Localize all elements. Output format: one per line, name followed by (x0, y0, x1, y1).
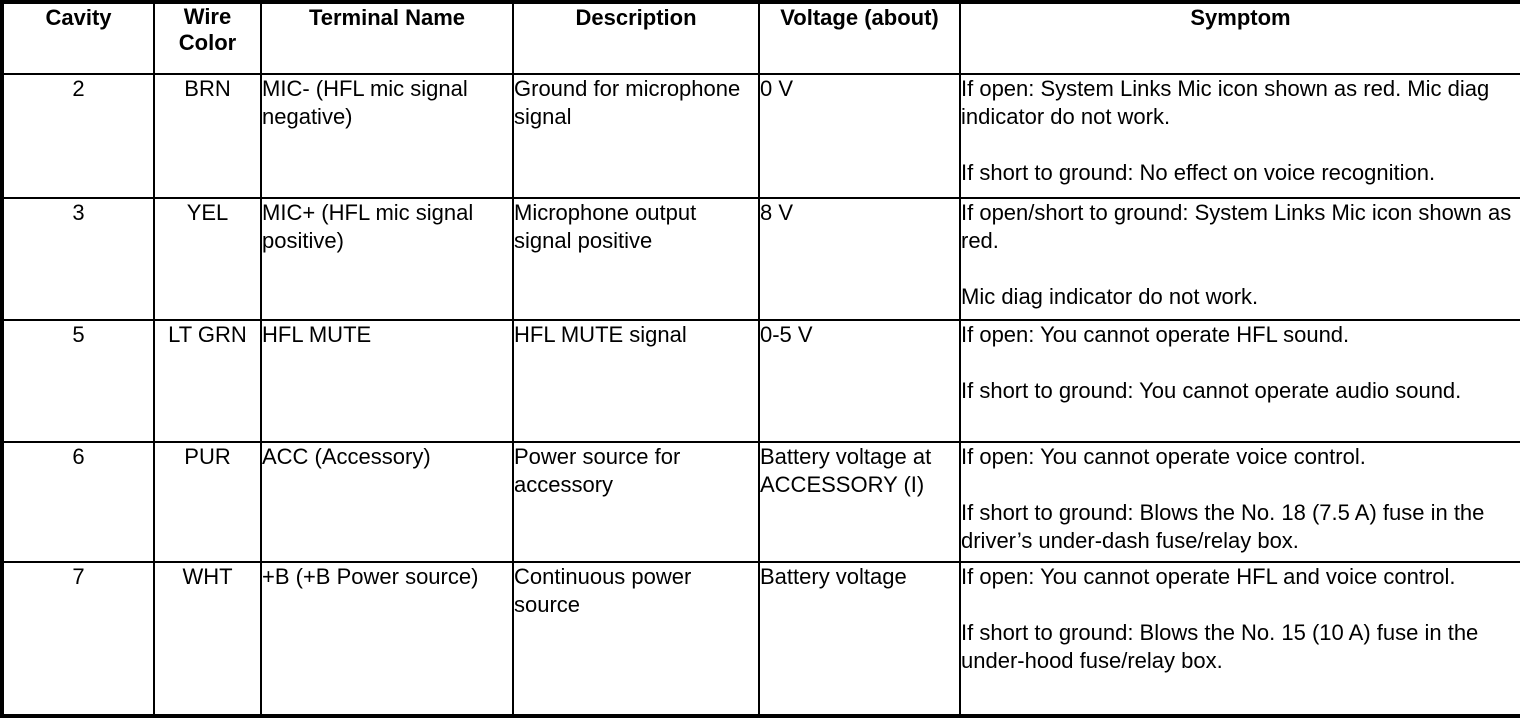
cell-symptom: If open: You cannot operate HFL sound. I… (959, 319, 1520, 443)
cell-voltage: 0-5 V (758, 319, 961, 443)
symptom-paragraph-open: If open/short to ground: System Links Mi… (961, 200, 1512, 254)
cell-cavity: 3 (1, 197, 155, 321)
symptom-paragraph-open: If open: You cannot operate HFL and voic… (961, 564, 1456, 589)
cell-description: HFL MUTE signal (512, 319, 760, 443)
cell-voltage: Battery voltage (758, 561, 961, 717)
cell-terminal-name: +B (+B Power source) (260, 561, 514, 717)
cell-description: Power source for accessory (512, 441, 760, 563)
column-header-wire-color-line2: Color (178, 29, 237, 55)
symptom-paragraph-open: If open: You cannot operate voice contro… (961, 444, 1366, 469)
cell-wire-color: YEL (153, 197, 262, 321)
symptom-paragraph-open: If open: System Links Mic icon shown as … (961, 76, 1490, 130)
table-row: 7 WHT +B (+B Power source) Continuous po… (1, 561, 1520, 717)
cell-symptom: If open: System Links Mic icon shown as … (959, 73, 1520, 199)
table-row: 2 BRN MIC- (HFL mic signal negative) Gro… (1, 73, 1520, 199)
column-header-wire-color: Wire Color (153, 1, 262, 75)
column-header-cavity: Cavity (1, 1, 155, 75)
symptom-paragraph-short: If short to ground: No effect on voice r… (961, 160, 1436, 186)
cell-cavity: 5 (1, 319, 155, 443)
cell-terminal-name: ACC (Accessory) (260, 441, 514, 563)
symptom-paragraph-short: If short to ground: You cannot operate a… (961, 378, 1462, 404)
cell-description: Microphone output signal positive (512, 197, 760, 321)
table-header-row: Cavity Wire Color Terminal Name Descript… (1, 1, 1520, 75)
symptom-paragraph-short: Mic diag indicator do not work. (961, 284, 1259, 310)
table-header: Cavity Wire Color Terminal Name Descript… (1, 1, 1520, 75)
cell-description: Ground for microphone signal (512, 73, 760, 199)
cell-cavity: 2 (1, 73, 155, 199)
cell-symptom: If open: You cannot operate HFL and voic… (959, 561, 1520, 717)
column-header-description: Description (512, 1, 760, 75)
cell-voltage: 0 V (758, 73, 961, 199)
cell-symptom: If open: You cannot operate voice contro… (959, 441, 1520, 563)
cell-cavity: 6 (1, 441, 155, 563)
cell-terminal-name: MIC- (HFL mic signal negative) (260, 73, 514, 199)
cell-cavity: 7 (1, 561, 155, 717)
cell-terminal-name: HFL MUTE (260, 319, 514, 443)
cell-wire-color: BRN (153, 73, 262, 199)
table-row: 3 YEL MIC+ (HFL mic signal positive) Mic… (1, 197, 1520, 321)
cell-voltage: Battery voltage at ACCESSORY (I) (758, 441, 961, 563)
cell-symptom: If open/short to ground: System Links Mi… (959, 197, 1520, 321)
table-body: 2 BRN MIC- (HFL mic signal negative) Gro… (1, 73, 1520, 717)
symptom-paragraph-open: If open: You cannot operate HFL sound. (961, 322, 1350, 347)
cell-voltage: 8 V (758, 197, 961, 321)
table-row: 6 PUR ACC (Accessory) Power source for a… (1, 441, 1520, 563)
column-header-voltage: Voltage (about) (758, 1, 961, 75)
column-header-terminal-name: Terminal Name (260, 1, 514, 75)
symptom-paragraph-short: If short to ground: Blows the No. 15 (10… (961, 620, 1479, 674)
cell-wire-color: LT GRN (153, 319, 262, 443)
cell-description: Continuous power source (512, 561, 760, 717)
column-header-wire-color-line1: Wire (183, 4, 232, 29)
cell-terminal-name: MIC+ (HFL mic signal positive) (260, 197, 514, 321)
table-row: 5 LT GRN HFL MUTE HFL MUTE signal 0-5 V … (1, 319, 1520, 443)
cell-wire-color: PUR (153, 441, 262, 563)
column-header-symptom: Symptom (959, 1, 1520, 75)
symptom-paragraph-short: If short to ground: Blows the No. 18 (7.… (961, 500, 1485, 554)
cell-wire-color: WHT (153, 561, 262, 717)
